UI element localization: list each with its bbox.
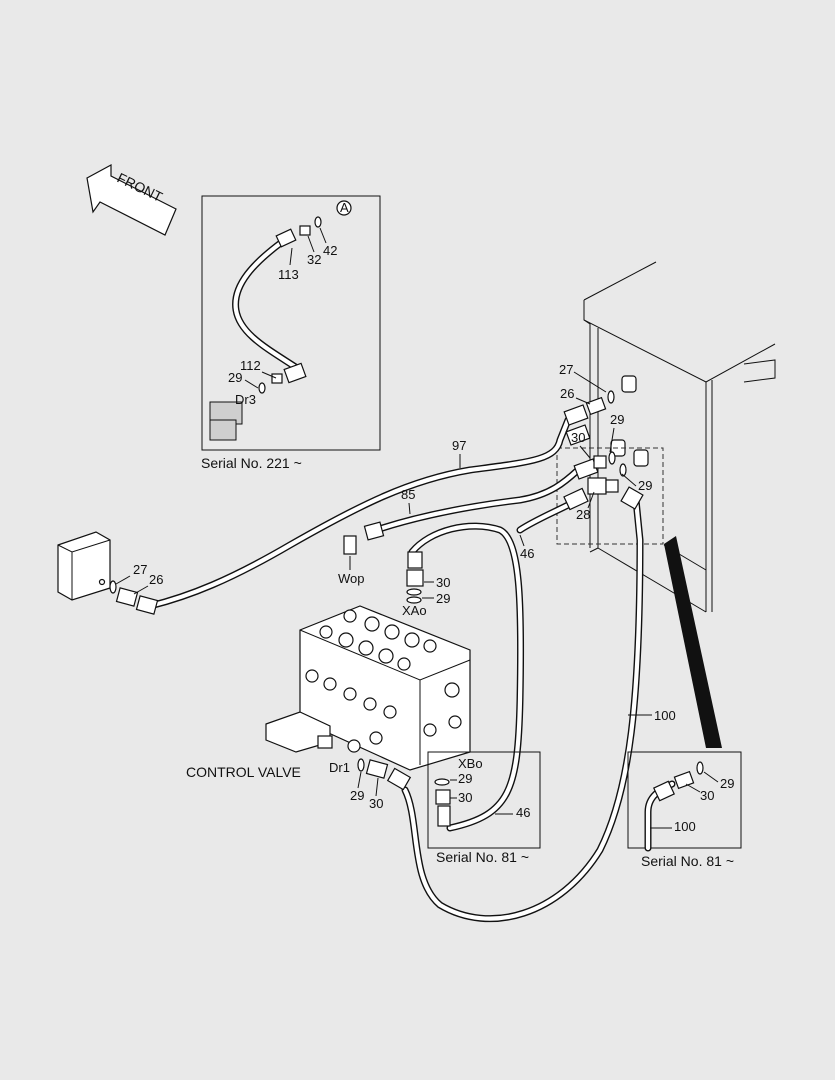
part-113: 113	[278, 267, 299, 282]
hose-97	[146, 416, 572, 610]
serial-221-caption: Serial No. 221 ~	[201, 455, 302, 471]
part-32: 32	[307, 252, 321, 267]
part-30-right-detail: 30	[700, 788, 714, 803]
part-46-mid: 46	[516, 805, 530, 820]
part-100-main: 100	[654, 708, 676, 723]
hose-85	[366, 466, 582, 536]
detail-box-serial-81-right: 29 30 100 Serial No. 81 ~	[627, 751, 742, 869]
machine-frame	[556, 261, 776, 613]
part-30-dr1: 30	[369, 796, 383, 811]
dr1-fittings	[357, 758, 412, 791]
serial-81-mid-caption: Serial No. 81 ~	[436, 849, 529, 865]
part-29-dr1: 29	[350, 788, 364, 803]
part-27-right: 27	[559, 362, 573, 377]
dr3-label: Dr3	[235, 392, 256, 407]
detail-box-serial-221: A 113 32 42 112 29 Dr3 Serial No. 221 ~	[201, 195, 381, 471]
part-30-wop: 30	[436, 575, 450, 590]
part-30-mid: 30	[458, 790, 472, 805]
part-29-right-1: 29	[610, 412, 624, 427]
control-valve-block	[265, 605, 471, 771]
hose-100	[401, 496, 644, 923]
part-30-right: 30	[571, 430, 585, 445]
part-100-right-detail: 100	[674, 819, 696, 834]
wop-label: Wop	[338, 571, 365, 586]
front-arrow-icon: FRONT	[86, 163, 177, 236]
part-85: 85	[401, 487, 415, 502]
detail-box-serial-81-mid: XBo 29 30 46 Serial No. 81 ~	[427, 751, 541, 865]
part-29-right-2: 29	[638, 478, 652, 493]
detail-pointer	[664, 536, 722, 748]
part-42: 42	[323, 243, 337, 258]
part-27-left: 27	[133, 562, 147, 577]
serial-81-right-caption: Serial No. 81 ~	[641, 853, 734, 869]
part-29-right-detail: 29	[720, 776, 734, 791]
right-fittings	[563, 390, 644, 511]
part-29-mid: 29	[458, 771, 472, 786]
part-28: 28	[576, 507, 590, 522]
xao-label: XAo	[402, 603, 427, 618]
part-26-right: 26	[560, 386, 574, 401]
left-component-box	[57, 531, 111, 601]
part-29-top: 29	[228, 370, 242, 385]
part-29-wop: 29	[436, 591, 450, 606]
left-fittings	[109, 580, 159, 615]
circle-a-label: A	[340, 200, 349, 215]
main-labels: 97 85 46 100 27 26 29 30 29 28 27 26 Wop…	[115, 362, 676, 811]
part-46-main: 46	[520, 546, 534, 561]
control-valve-label: CONTROL VALVE	[186, 764, 301, 780]
wop-fittings	[343, 521, 424, 604]
dr1-label: Dr1	[329, 760, 350, 775]
part-26-left: 26	[149, 572, 163, 587]
part-97: 97	[452, 438, 466, 453]
xbo-label: XBo	[458, 756, 483, 771]
part-112: 112	[240, 358, 261, 373]
